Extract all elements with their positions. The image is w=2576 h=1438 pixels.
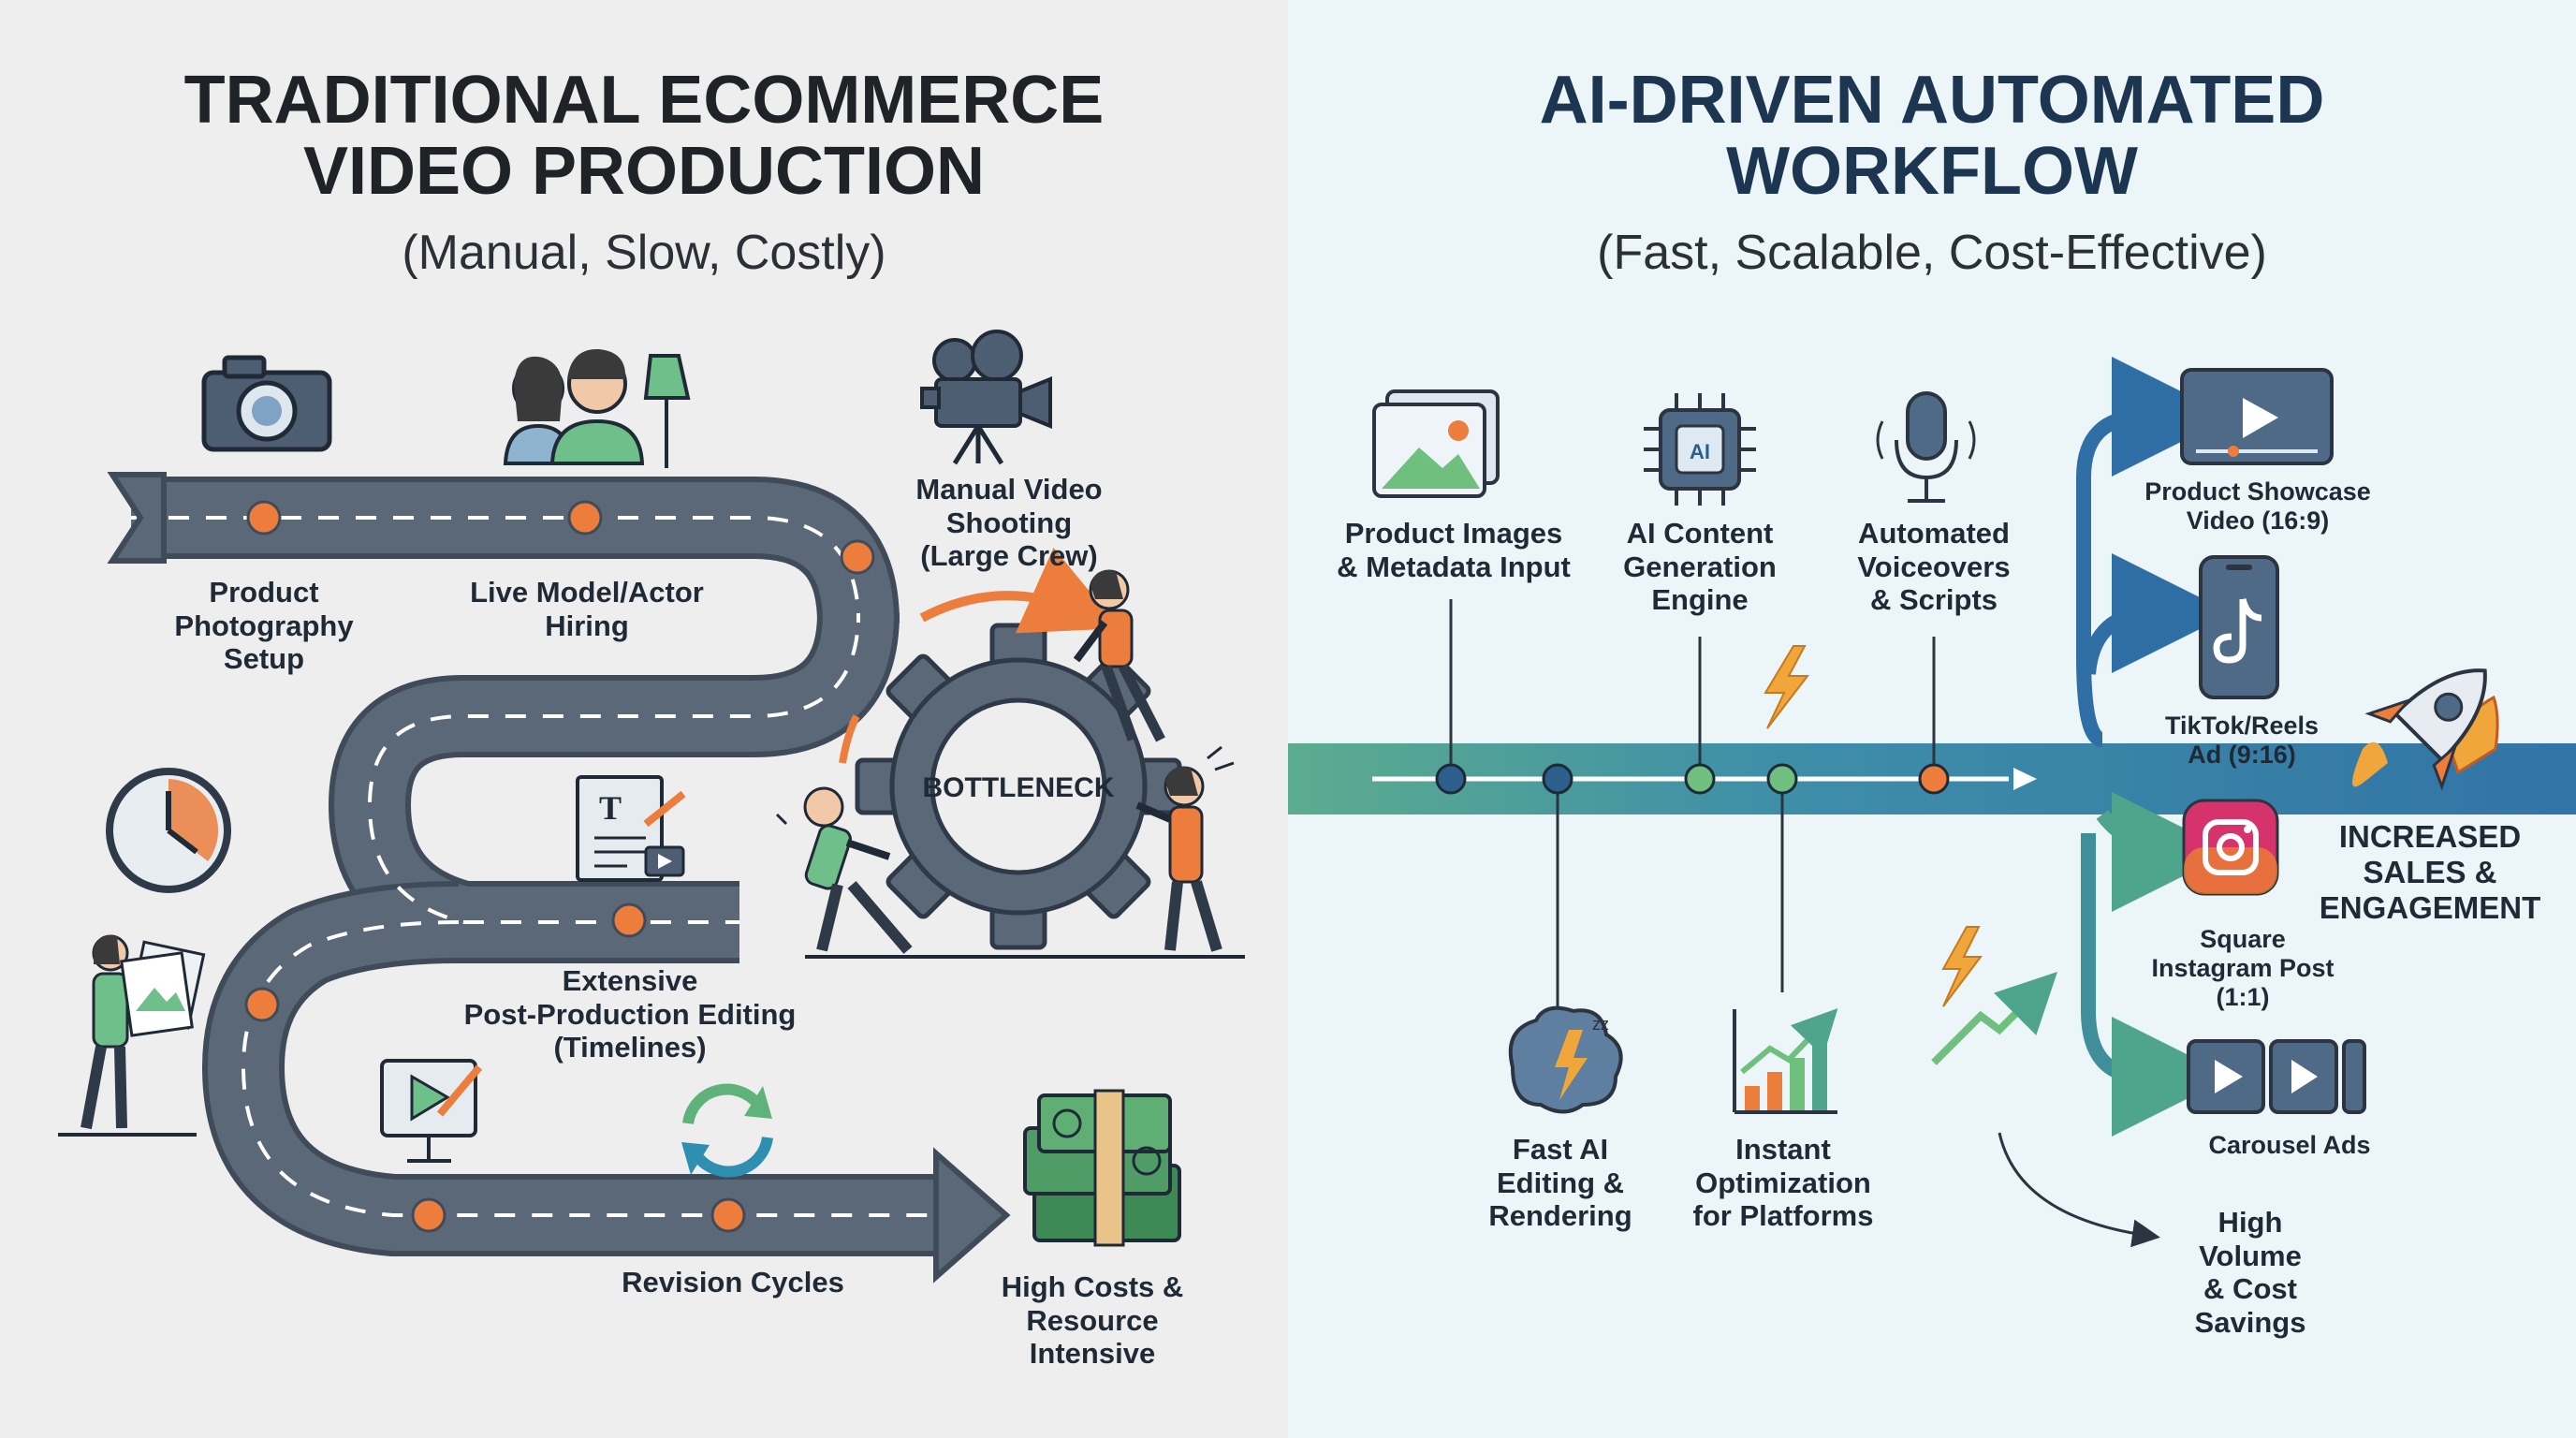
output-branches [2076,357,2232,1137]
result-high-volume: High Volume & Cost Savings [2194,1206,2306,1339]
volume-curved-arrow [1998,1132,2160,1248]
connector-lines [1449,599,1936,1016]
money-stack-icon [1023,1089,1181,1247]
step-model-hiring: Live Model/Actor Hiring [470,576,704,642]
clock-icon [106,768,231,893]
brain-icon: zz [1508,1005,1623,1114]
tiktok-phone-icon [2199,555,2279,699]
video-edit-icon [380,1059,483,1163]
step-manual-shooting: Manual Video Shooting (Large Crew) [915,473,1103,573]
milestone-dot [246,500,282,536]
right-title: AI-DRIVEN AUTOMATED WORKFLOW [1288,63,2576,209]
step-revision-cycles: Revision Cycles [622,1266,844,1299]
gear-label: BOTTLENECK [923,772,1115,803]
output-showcase-video: Product Showcase Video (16:9) [2144,477,2371,536]
movie-camera-icon [920,330,1052,465]
output-instagram-post: Square Instagram Post (1:1) [2151,925,2334,1012]
growth-arrow-icon [1931,972,2057,1065]
image-input-icon [1372,389,1500,498]
workflow-node [1684,763,1716,795]
step-post-production: Extensive Post-Production Editing (Timel… [463,964,797,1064]
microphone-icon [1876,391,1976,503]
step-high-costs: High Costs & Resource Intensive [1001,1270,1184,1371]
svg-text:T: T [599,789,622,827]
rocket-icon [2351,668,2499,791]
workers-pushing-gear [775,569,1245,959]
right-subtitle: (Fast, Scalable, Cost-Effective) [1597,226,2267,280]
right-title-line2: WORKFLOW [1726,133,2138,209]
edit-document-icon: T [576,775,686,882]
carousel-ads-icon [2187,1039,2366,1114]
step-fast-editing: Fast AI Editing & Rendering [1488,1133,1632,1233]
growth-chart-icon [1733,1007,1838,1114]
instagram-icon [2182,799,2279,896]
milestone-dot [567,500,603,536]
people-icon [503,348,691,468]
left-title: TRADITIONAL ECOMMERCE VIDEO PRODUCTION [0,63,1288,209]
ai-chip-icon: AI [1644,393,1756,506]
road-diagram: T [58,330,1245,1284]
workflow-node [1435,763,1467,795]
ai-panel: AI-DRIVEN AUTOMATED WORKFLOW (Fast, Scal… [1288,0,2576,1438]
milestone-dot [611,902,647,938]
traditional-panel: TRADITIONAL ECOMMERCE VIDEO PRODUCTION (… [0,0,1288,1438]
right-title-line1: AI-DRIVEN AUTOMATED [1539,63,2325,138]
left-title-line1: TRADITIONAL ECOMMERCE [183,63,1105,138]
road-milestones [244,500,875,1233]
step-optimization: Instant Optimization for Platforms [1692,1133,1874,1233]
svg-text:zz: zz [1592,1015,1609,1034]
step-photography-setup: Product Photography Setup [174,576,354,676]
output-tiktok-ad: TikTok/Reels Ad (9:16) [2164,712,2320,770]
svg-text:AI: AI [1690,440,1710,463]
step-voiceovers: Automated Voiceovers & Scripts [1857,517,2011,617]
widescreen-video-icon [2180,368,2334,465]
ai-workflow-diagram: AI zz [1288,357,2576,1248]
step-ai-engine: AI Content Generation Engine [1623,517,1777,617]
milestone-dot [710,1197,746,1233]
milestone-dot [411,1197,446,1233]
road-arrowhead [933,1147,1011,1284]
workflow-node [1542,763,1573,795]
milestone-dot [244,987,280,1022]
step-image-input: Product Images & Metadata Input [1337,517,1571,583]
camera-icon [201,355,332,452]
result-increased-sales: INCREASED SALES & ENGAGEMENT [2319,819,2541,925]
bottleneck-gear: BOTTLENECK [839,547,1182,950]
lightning-icon [1764,645,1810,729]
workflow-node [1918,763,1950,795]
output-carousel-ads: Carousel Ads [2208,1131,2371,1159]
workflow-node [1766,763,1798,795]
left-title-line2: VIDEO PRODUCTION [302,133,986,209]
left-subtitle: (Manual, Slow, Costly) [402,226,886,280]
revision-cycle-icon [681,1083,773,1178]
workflow-nodes [1435,763,1950,795]
person-with-photos-icon [58,934,206,1137]
lightning-icon [1941,926,1983,1007]
milestone-dot [840,539,875,575]
